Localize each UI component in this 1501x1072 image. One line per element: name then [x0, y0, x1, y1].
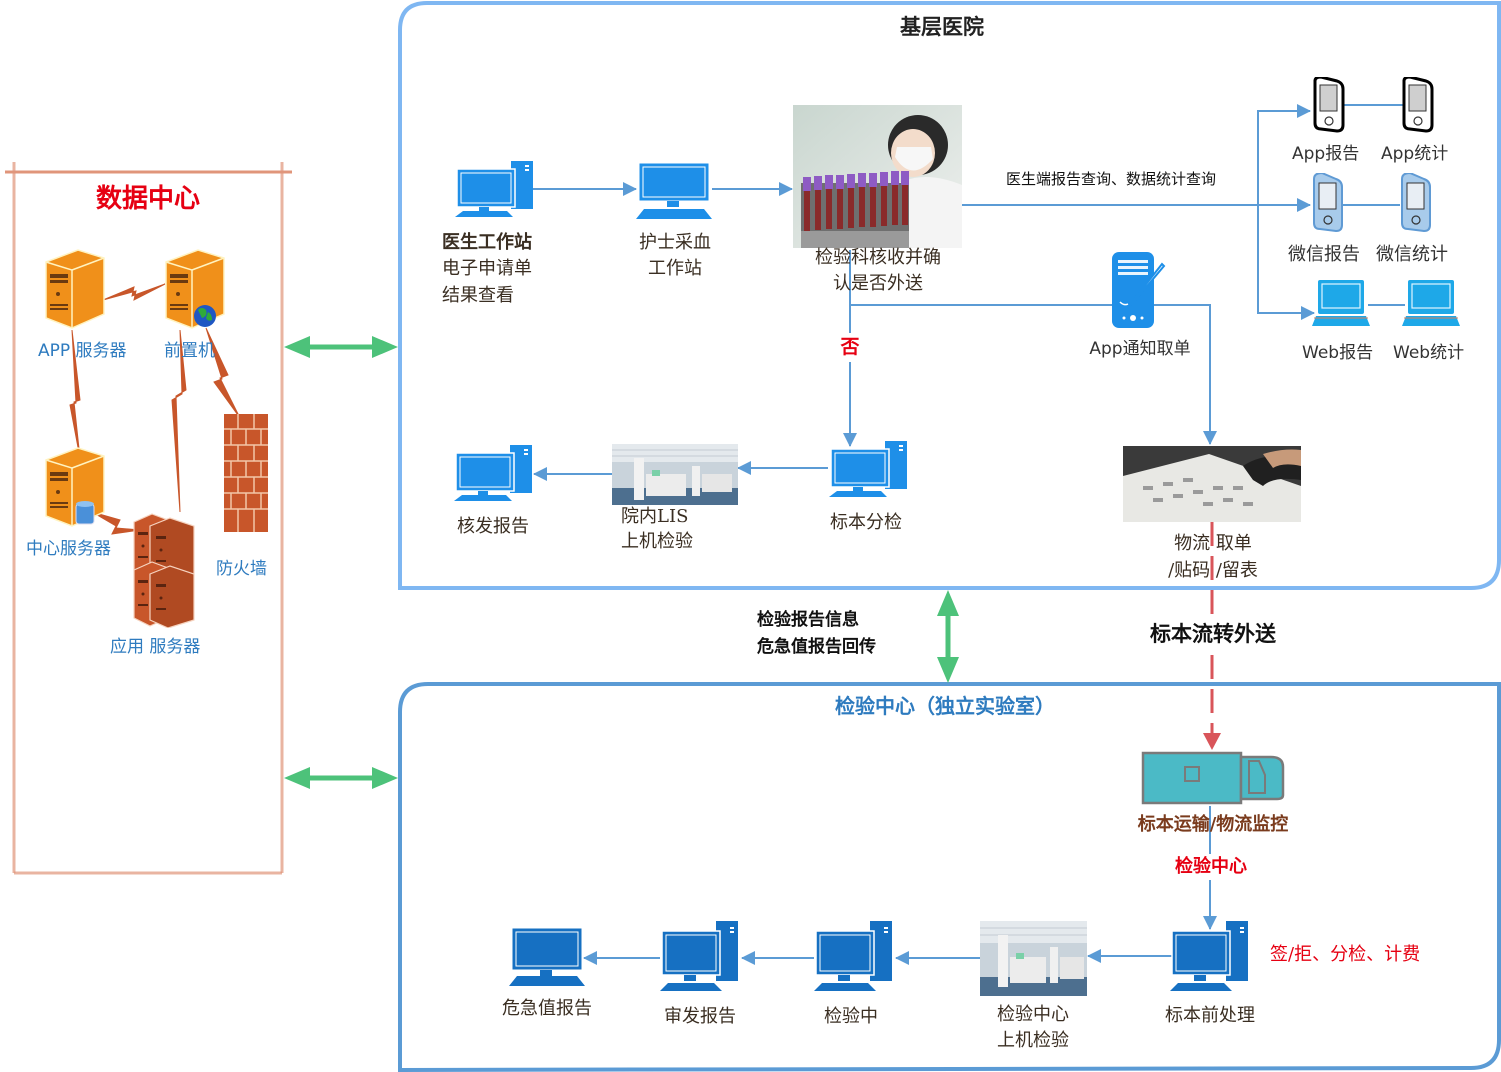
network-links: [69, 283, 241, 535]
app-notify-label: App通知取单: [1089, 339, 1191, 359]
preprocess-workstation-icon: [1170, 921, 1248, 991]
lab-technician-photo: [793, 105, 962, 248]
lab-center-red-label: 检验中心: [1175, 854, 1247, 880]
firewall-label: 防火墙: [216, 559, 267, 579]
web-report-label: Web报告: [1302, 343, 1374, 363]
sync-arrow-hospital-lab: [937, 590, 959, 683]
preprocess-label: 标本前处理: [1165, 1005, 1255, 1026]
web-stats-laptop-icon: [1402, 280, 1460, 326]
lab-receive-line2: 认是否外送: [833, 273, 923, 294]
application-server-icon: [133, 513, 195, 628]
critical-return-label: 危急值报告回传: [757, 637, 876, 657]
internal-lis-line1: 院内LIS: [621, 506, 689, 527]
app-report-label: App报告: [1292, 144, 1360, 164]
wechat-report-label: 微信报告: [1288, 244, 1360, 265]
app-notify-phone-icon: [1112, 252, 1166, 328]
data-center-frame: [5, 162, 292, 875]
app-stats-label: App统计: [1381, 144, 1449, 164]
transport-label: 标本运输/物流监控: [1137, 814, 1289, 835]
internal-lis-line2: 上机检验: [621, 531, 693, 552]
hospital-flow-lines: [532, 104, 1405, 481]
sync-arrow-datacenter-hospital: [284, 336, 398, 358]
application-server-label: 应用 服务器: [110, 637, 201, 657]
specimen-sort-workstation-icon: [829, 441, 907, 497]
web-report-laptop-icon: [1312, 280, 1370, 326]
testing-workstation-icon: [814, 921, 892, 991]
lab-flow-lines: [583, 806, 1217, 965]
preprocess-note: 签/拒、分检、计费: [1270, 944, 1421, 965]
doctor-workstation-line2: 结果查看: [442, 285, 514, 306]
logistics-line1: 物流 取单: [1174, 533, 1252, 554]
wechat-stats-label: 微信统计: [1376, 244, 1448, 265]
doctor-workstation-line1: 电子申请单: [442, 258, 532, 279]
doctor-workstation-icon: [455, 161, 533, 217]
review-report-workstation-icon: [660, 921, 738, 991]
sync-arrow-datacenter-lab: [284, 767, 398, 789]
lab-center-title: 检验中心（独立实验室）: [835, 694, 1055, 718]
app-server-icon: [45, 249, 105, 329]
nurse-station-line2: 工作站: [648, 258, 702, 279]
onboard-test-line1: 检验中心: [997, 1004, 1069, 1025]
doctor-workstation-title: 医生工作站: [442, 232, 532, 253]
logistics-line2: /贴码 /留表: [1168, 560, 1258, 581]
central-server-icon: [45, 447, 105, 527]
wechat-report-device-icon: [1313, 173, 1343, 233]
nurse-station-line1: 护士采血: [639, 232, 711, 253]
report-info-label: 检验报告信息: [757, 610, 859, 630]
wechat-stats-device-icon: [1401, 173, 1431, 233]
query-label: 医生端报告查询、数据统计查询: [1006, 170, 1217, 188]
data-center-title: 数据中心: [95, 184, 201, 214]
logistics-scanner-photo: [1123, 446, 1301, 522]
lab-center-frame: [398, 682, 1501, 1072]
specimen-transfer-label: 标本流转外送: [1148, 621, 1278, 647]
review-report-label: 审发报告: [664, 1006, 736, 1027]
hospital-title: 基层医院: [900, 14, 984, 39]
front-machine-icon: [165, 249, 225, 329]
issue-report-workstation-icon: [454, 445, 532, 501]
firewall-icon: [224, 414, 268, 532]
issue-report-label: 核发报告: [457, 516, 529, 537]
app-server-label: APP 服务器: [38, 341, 127, 361]
testing-label: 检验中: [824, 1006, 878, 1027]
front-machine-label: 前置机: [164, 341, 215, 361]
no-label: 否: [840, 336, 860, 358]
app-stats-device-icon: [1402, 77, 1434, 133]
critical-report-computer-icon: [509, 928, 585, 986]
specimen-sort-label: 标本分检: [830, 512, 902, 533]
app-report-device-icon: [1313, 77, 1345, 133]
critical-report-label: 危急值报告: [502, 998, 592, 1019]
onboard-test-line2: 上机检验: [997, 1030, 1069, 1051]
lab-receive-line1: 检验科核收并确: [815, 247, 941, 268]
web-stats-label: Web统计: [1393, 343, 1465, 363]
lab-center-onboard-photo: [980, 921, 1087, 996]
internal-lis-lab-photo: [612, 444, 738, 505]
central-server-label: 中心服务器: [26, 539, 111, 559]
hospital-frame: [398, 1, 1501, 590]
nurse-station-icon: [636, 162, 712, 219]
specimen-transfer-line: [1203, 522, 1221, 750]
transport-truck-icon: [1141, 751, 1285, 805]
